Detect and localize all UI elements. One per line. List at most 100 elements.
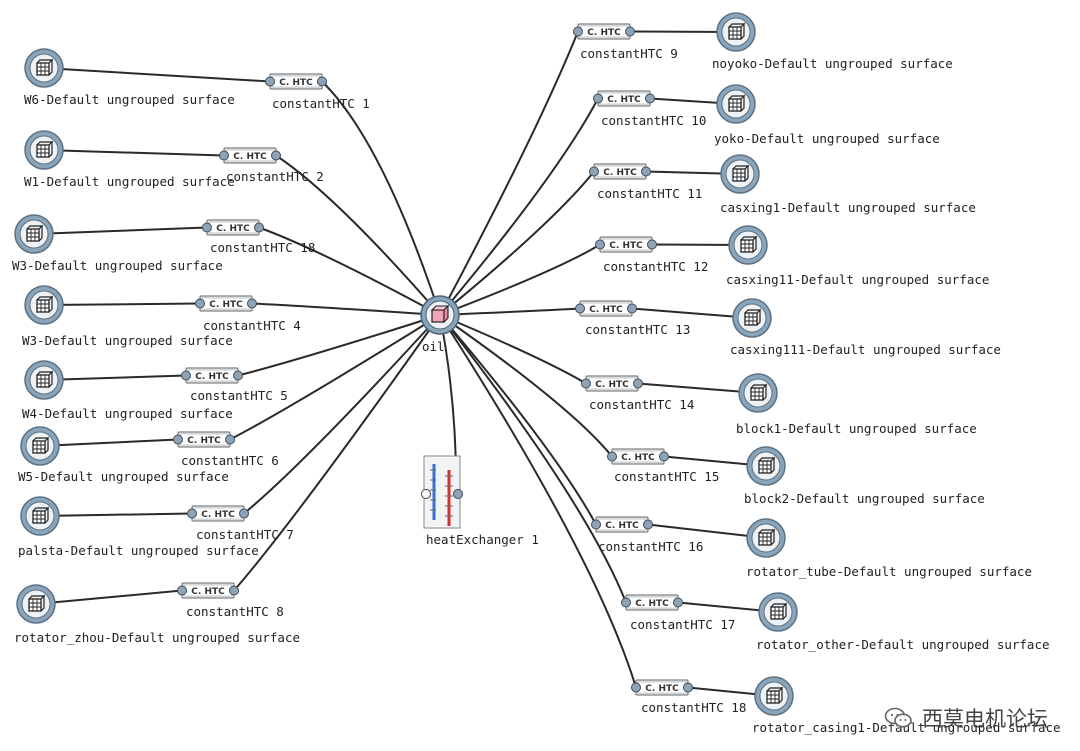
surface-label: casxing111-Default ungrouped surface: [730, 342, 1001, 357]
surface-node[interactable]: [14, 214, 54, 254]
output-port[interactable]: [254, 222, 264, 233]
connection-wire: [439, 98, 599, 316]
output-port[interactable]: [453, 489, 463, 499]
input-port[interactable]: [202, 222, 212, 233]
input-port[interactable]: [219, 150, 229, 161]
output-port[interactable]: [225, 434, 235, 445]
constant-htc-block[interactable]: C. HTC: [591, 516, 653, 533]
output-port[interactable]: [229, 585, 239, 596]
surface-node[interactable]: [720, 154, 760, 194]
surface-node[interactable]: [716, 84, 756, 124]
output-port[interactable]: [239, 508, 249, 519]
output-port[interactable]: [659, 451, 669, 462]
output-port[interactable]: [647, 239, 657, 250]
input-port[interactable]: [593, 93, 603, 104]
output-port[interactable]: [673, 597, 683, 608]
htc-badge: C. HTC: [607, 95, 641, 105]
surface-node[interactable]: [20, 496, 60, 536]
output-port[interactable]: [683, 682, 693, 693]
htc-badge: C. HTC: [279, 78, 313, 88]
surface-node[interactable]: [728, 225, 768, 265]
constant-htc-block[interactable]: C. HTC: [593, 90, 655, 107]
constant-htc-block[interactable]: C. HTC: [181, 367, 243, 384]
constant-htc-block[interactable]: C. HTC: [607, 448, 669, 465]
output-port[interactable]: [645, 93, 655, 104]
surface-node[interactable]: [746, 446, 786, 486]
output-port[interactable]: [641, 166, 651, 177]
output-port[interactable]: [317, 76, 327, 87]
output-port[interactable]: [233, 370, 243, 381]
input-port[interactable]: [173, 434, 183, 445]
htc-badge: C. HTC: [191, 587, 225, 597]
input-port[interactable]: [591, 519, 601, 530]
constant-htc-block[interactable]: C. HTC: [621, 594, 683, 611]
input-port[interactable]: [187, 508, 197, 519]
surface-cube-icon: [732, 164, 750, 182]
input-port[interactable]: [607, 451, 617, 462]
htc-badge: C. HTC: [201, 510, 235, 520]
surface-node[interactable]: [16, 584, 56, 624]
connection-wire: [35, 589, 183, 605]
input-port[interactable]: [421, 489, 431, 499]
output-port[interactable]: [627, 303, 637, 314]
input-port[interactable]: [595, 239, 605, 250]
surface-node[interactable]: [24, 130, 64, 170]
constant-htc-block[interactable]: C. HTC: [219, 147, 281, 164]
surface-node[interactable]: [716, 12, 756, 52]
oil-hub-node[interactable]: [420, 295, 460, 335]
input-port[interactable]: [581, 378, 591, 389]
surface-node[interactable]: [732, 298, 772, 338]
connection-wire: [39, 438, 179, 447]
surface-node[interactable]: [20, 426, 60, 466]
input-port[interactable]: [195, 298, 205, 309]
connection-wire: [43, 149, 225, 157]
output-port[interactable]: [643, 519, 653, 530]
constant-htc-block[interactable]: C. HTC: [581, 375, 643, 392]
surface-node[interactable]: [24, 360, 64, 400]
surface-node[interactable]: [24, 285, 64, 325]
constant-htc-block[interactable]: C. HTC: [177, 582, 239, 599]
surface-node[interactable]: [746, 518, 786, 558]
input-port[interactable]: [177, 585, 187, 596]
htc-label: constantHTC 16: [598, 539, 703, 554]
constant-htc-block[interactable]: C. HTC: [265, 73, 327, 90]
surface-cube-icon: [740, 235, 758, 253]
input-port[interactable]: [575, 303, 585, 314]
surface-node[interactable]: [758, 592, 798, 632]
output-port[interactable]: [633, 378, 643, 389]
constant-htc-block[interactable]: C. HTC: [173, 431, 235, 448]
surface-node[interactable]: [24, 48, 64, 88]
htc-badge: C. HTC: [216, 224, 250, 234]
output-port[interactable]: [247, 298, 257, 309]
wechat-icon: [884, 707, 912, 728]
input-port[interactable]: [631, 682, 641, 693]
htc-badge: C. HTC: [195, 372, 229, 382]
htc-label: constantHTC 13: [585, 322, 690, 337]
connection-wire: [229, 314, 441, 441]
constant-htc-block[interactable]: C. HTC: [575, 300, 637, 317]
constant-htc-block[interactable]: C. HTC: [195, 295, 257, 312]
htc-badge: C. HTC: [635, 599, 669, 609]
constant-htc-block[interactable]: C. HTC: [631, 679, 693, 696]
input-port[interactable]: [265, 76, 275, 87]
constant-htc-block[interactable]: C. HTC: [202, 219, 264, 236]
htc-label: constantHTC 17: [630, 617, 735, 632]
input-port[interactable]: [573, 26, 583, 37]
htc-label: constantHTC 5: [190, 388, 288, 403]
input-port[interactable]: [589, 166, 599, 177]
output-port[interactable]: [271, 150, 281, 161]
output-port[interactable]: [625, 26, 635, 37]
connection-wire: [243, 314, 441, 515]
constant-htc-block[interactable]: C. HTC: [589, 163, 651, 180]
surface-node[interactable]: [738, 373, 778, 413]
input-port[interactable]: [621, 597, 631, 608]
constant-htc-block[interactable]: C. HTC: [187, 505, 249, 522]
surface-node[interactable]: [754, 676, 794, 716]
input-port[interactable]: [181, 370, 191, 381]
constant-htc-block[interactable]: C. HTC: [595, 236, 657, 253]
htc-badge: C. HTC: [187, 436, 221, 446]
surface-cube-icon: [728, 94, 746, 112]
constant-htc-block[interactable]: C. HTC: [573, 23, 635, 40]
heat-exchanger-node[interactable]: [421, 455, 463, 529]
surface-cube-icon: [28, 594, 46, 612]
